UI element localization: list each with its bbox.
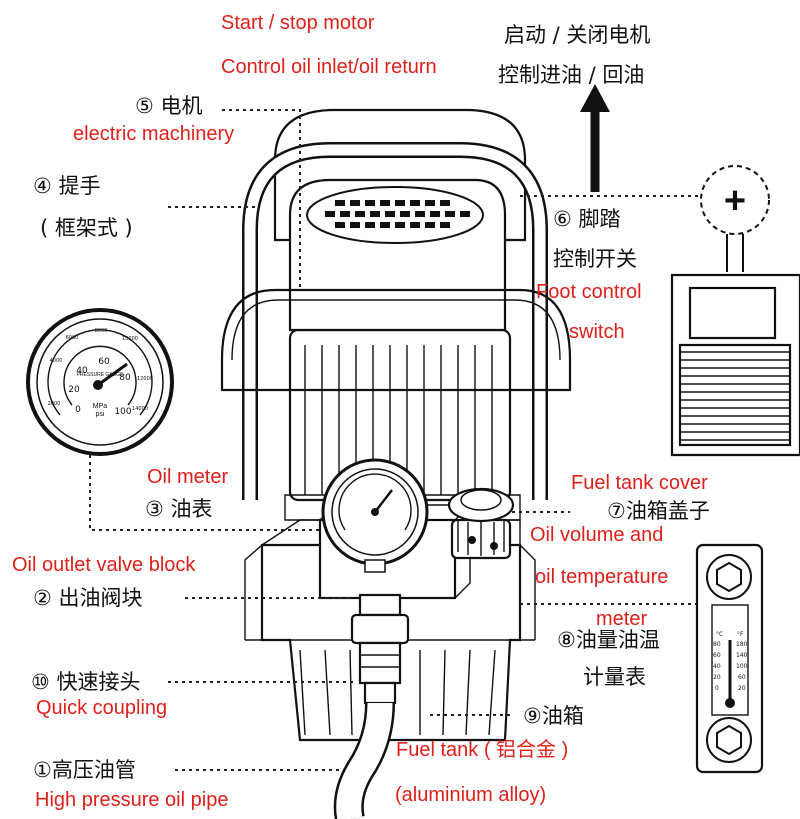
label-coupling-en: Quick coupling: [36, 697, 168, 719]
label-level-meter-en-2: oil temperature: [535, 566, 669, 588]
gauge-inner-tick: 100: [114, 407, 131, 417]
label-oil-inlet-zh: 控制进油 / 回油: [498, 63, 645, 87]
label-motor-en: electric machinery: [73, 123, 235, 145]
up-arrow-icon: [580, 84, 610, 192]
label-fuel-tank-en: Fuel tank ( 铝合金 ): [396, 739, 569, 761]
celsius-tick: 60: [713, 652, 721, 659]
gauge-outer-tick: 14000: [132, 406, 148, 412]
pedal-plus-badge: [700, 165, 770, 235]
fahrenheit-label: °F: [737, 631, 744, 638]
fahrenheit-tick: 100: [736, 663, 748, 670]
label-pedal-zh: ⑥ 脚踏: [553, 207, 621, 231]
label-tank-cover-zh: ⑦油箱盖子: [607, 499, 710, 523]
label-tank-cover-en: Fuel tank cover: [571, 472, 708, 494]
gauge-outer-tick: 6000: [66, 335, 79, 341]
label-hose-zh: ①高压油管: [33, 758, 136, 782]
label-motor-zh: ⑤ 电机: [135, 94, 203, 118]
label-level-meter-en-3: meter: [596, 608, 648, 630]
fahrenheit-tick: 60: [738, 674, 746, 681]
fahrenheit-tick: 180: [736, 641, 748, 648]
label-handle-zh: ④ 提手: [33, 174, 101, 198]
gauge-needle: [97, 362, 128, 387]
label-level-meter-zh-2: 计量表: [583, 665, 646, 689]
high-pressure-hose: [333, 702, 395, 819]
label-valve-block-zh: ② 出油阀块: [33, 586, 143, 610]
celsius-tick: 0: [715, 685, 719, 692]
carry-handle-frame: [220, 142, 572, 500]
leader-lines: [89, 109, 700, 771]
pedal-plus-icon: +: [724, 180, 746, 222]
label-fuel-tank-alloy-en: (aluminium alloy): [395, 784, 547, 806]
gauge-inner-tick: 0: [75, 405, 81, 415]
gauge-outer-tick: 8000: [95, 328, 108, 334]
gauge-inner-tick: 80: [119, 373, 131, 383]
oil-gauge-detail: PRESSURE GAUGE MPa psi 0 20 40 60 80 100…: [26, 308, 174, 456]
quick-coupling: [350, 593, 410, 705]
label-start-stop-en: Start / stop motor: [221, 12, 375, 34]
label-oil-meter-en: Oil meter: [147, 466, 229, 488]
celsius-label: °C: [716, 631, 723, 638]
celsius-tick: 20: [713, 674, 721, 681]
label-fuel-tank-zh: ⑨油箱: [523, 704, 584, 728]
oil-level-meter: °C °F 80 60 40 20 0 180 140 100 60 20: [695, 543, 764, 774]
gauge-inner-tick: 20: [68, 385, 80, 395]
gauge-unit-psi: psi: [96, 411, 105, 418]
fahrenheit-tick: 20: [738, 685, 746, 692]
celsius-tick: 80: [713, 641, 721, 648]
label-handle-frame-zh: ( 框架式 ): [40, 216, 133, 240]
gauge-outer-tick: 10000: [122, 336, 138, 342]
foot-pedal: +: [670, 165, 800, 457]
gauge-outer-tick: 4000: [50, 358, 63, 364]
pump-oil-gauge: [321, 458, 429, 573]
label-hose-en: High pressure oil pipe: [35, 789, 229, 811]
label-oil-meter-zh: ③ 油表: [145, 497, 213, 521]
gauge-inner-tick: 40: [76, 366, 88, 376]
label-level-meter-zh: ⑧油量油温: [557, 628, 660, 652]
label-pedal-switch-en: switch: [569, 321, 625, 343]
label-valve-block-en: Oil outlet valve block: [12, 554, 196, 576]
label-level-meter-en-1: Oil volume and: [530, 524, 664, 546]
fahrenheit-tick: 140: [736, 652, 748, 659]
gauge-inner-tick: 60: [98, 357, 110, 367]
label-pedal-switch-zh: 控制开关: [553, 247, 637, 271]
label-coupling-zh: ⑩ 快速接头: [31, 670, 141, 694]
label-oil-inlet-en: Control oil inlet/oil return: [221, 56, 437, 78]
label-start-stop-zh: 启动 / 关闭电机: [504, 23, 651, 47]
gauge-unit-mpa: MPa: [93, 403, 108, 410]
gauge-outer-tick: 12000: [137, 376, 153, 382]
label-pedal-en: Foot control: [536, 281, 642, 303]
tank-cover-cap: [447, 487, 515, 560]
gauge-caption: PRESSURE GAUGE: [77, 372, 125, 378]
gauge-outer-tick: 2000: [48, 401, 61, 407]
pump-unit: [220, 108, 572, 819]
celsius-tick: 40: [713, 663, 721, 670]
